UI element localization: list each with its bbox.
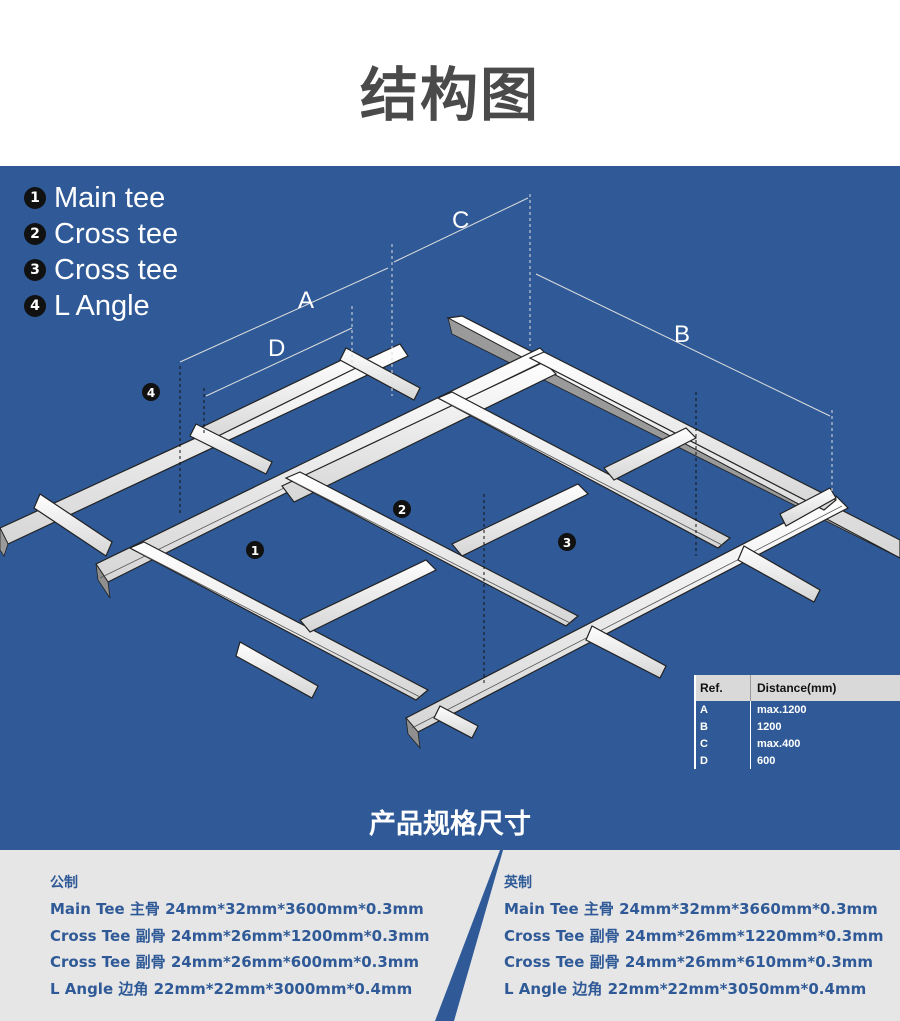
row-ref: D bbox=[700, 754, 708, 767]
legend-label: L Angle bbox=[54, 289, 150, 322]
marker-label: 1 bbox=[251, 544, 259, 558]
row-value: max.1200 bbox=[750, 701, 900, 718]
header-distance: Distance(mm) bbox=[750, 675, 900, 701]
table-row: A max.1200 bbox=[696, 701, 900, 718]
cross-tee-long-2 bbox=[284, 471, 580, 627]
legend-label: Cross tee bbox=[54, 217, 179, 250]
header-ref: Ref. bbox=[700, 681, 723, 695]
cross-tee-short-4 bbox=[199, 355, 362, 441]
table-row: B 1200 bbox=[696, 718, 900, 735]
row-value: 1200 bbox=[750, 718, 900, 735]
row-ref: B bbox=[700, 720, 708, 733]
dimension-lines bbox=[179, 194, 833, 496]
table-header-row: Ref. Distance(mm) bbox=[696, 675, 900, 701]
row-ref: C bbox=[700, 737, 708, 750]
legend-item-cross-tee: 2 Cross tee bbox=[24, 216, 178, 252]
legend-number-icon: 2 bbox=[24, 223, 46, 245]
spec-line: L Angle 边角 22mm*22mm*3050mm*0.4mm bbox=[504, 980, 867, 998]
dimension-guides bbox=[179, 366, 697, 686]
cross-tee-long-3 bbox=[436, 391, 732, 549]
marker-1: 1 bbox=[246, 541, 264, 559]
spec-heading: 公制 bbox=[50, 875, 78, 891]
marker-4: 4 bbox=[142, 383, 160, 401]
marker-2: 2 bbox=[393, 500, 411, 518]
dimension-label-a: A bbox=[298, 287, 314, 314]
legend-item-cross-tee-short: 3 Cross tee bbox=[24, 252, 178, 288]
page-title: 结构图 bbox=[359, 61, 540, 129]
spec-line: L Angle 边角 22mm*22mm*3000mm*0.4mm bbox=[50, 980, 413, 998]
marker-label: 3 bbox=[563, 536, 571, 550]
table-row: D 600 bbox=[696, 752, 900, 769]
ceiling-grid-diagram: A D C B 1 2 3 4 bbox=[0, 194, 900, 750]
spec-line: Main Tee 主骨 24mm*32mm*3660mm*0.3mm bbox=[504, 900, 878, 918]
legend-number-icon: 1 bbox=[24, 187, 46, 209]
legend: 1 Main tee 2 Cross tee 3 Cross tee 4 L A… bbox=[24, 180, 178, 324]
spec-heading: 英制 bbox=[504, 875, 532, 891]
cross-tee-short-2 bbox=[451, 483, 590, 557]
dimension-label-d: D bbox=[268, 335, 285, 362]
spec-title: 产品规格尺寸 bbox=[369, 809, 531, 840]
marker-label: 4 bbox=[147, 386, 155, 400]
l-angle-left bbox=[0, 343, 409, 557]
main-tee-middle bbox=[281, 361, 850, 750]
row-value: 600 bbox=[750, 752, 900, 769]
table-row: C max.400 bbox=[696, 735, 900, 752]
spec-card-metric: 公制 Main Tee 主骨 24mm*32mm*3600mm*0.3mm Cr… bbox=[0, 850, 500, 1021]
legend-number-icon: 4 bbox=[24, 295, 46, 317]
spec-line: Cross Tee 副骨 24mm*26mm*600mm*0.3mm bbox=[50, 953, 420, 971]
spec-line: Cross Tee 副骨 24mm*26mm*1220mm*0.3mm bbox=[504, 927, 884, 945]
spec-card-imperial: 英制 Main Tee 主骨 24mm*32mm*3660mm*0.3mm Cr… bbox=[454, 850, 900, 1021]
legend-number-icon: 3 bbox=[24, 259, 46, 281]
cross-tee-short-1 bbox=[299, 559, 438, 633]
spec-line: Main Tee 主骨 24mm*32mm*3600mm*0.3mm bbox=[50, 900, 424, 918]
legend-item-l-angle: 4 L Angle bbox=[24, 288, 178, 324]
dimension-label-b: B bbox=[674, 321, 690, 348]
cross-tee-long-1 bbox=[128, 541, 430, 701]
legend-label: Cross tee bbox=[54, 253, 179, 286]
cross-tee-short-3 bbox=[603, 427, 698, 481]
legend-label: Main tee bbox=[54, 181, 166, 214]
legend-item-main-tee: 1 Main tee bbox=[24, 180, 178, 216]
row-ref: A bbox=[700, 703, 708, 716]
marker-label: 2 bbox=[398, 503, 406, 517]
distance-table: Ref. Distance(mm) A max.1200 B 1200 C ma… bbox=[694, 675, 900, 769]
marker-3: 3 bbox=[558, 533, 576, 551]
row-value: max.400 bbox=[750, 735, 900, 752]
l-angle-ends bbox=[33, 347, 837, 739]
spec-line: Cross Tee 副骨 24mm*26mm*1200mm*0.3mm bbox=[50, 927, 430, 945]
spec-line: Cross Tee 副骨 24mm*26mm*610mm*0.3mm bbox=[504, 953, 874, 971]
dimension-label-c: C bbox=[452, 207, 469, 234]
